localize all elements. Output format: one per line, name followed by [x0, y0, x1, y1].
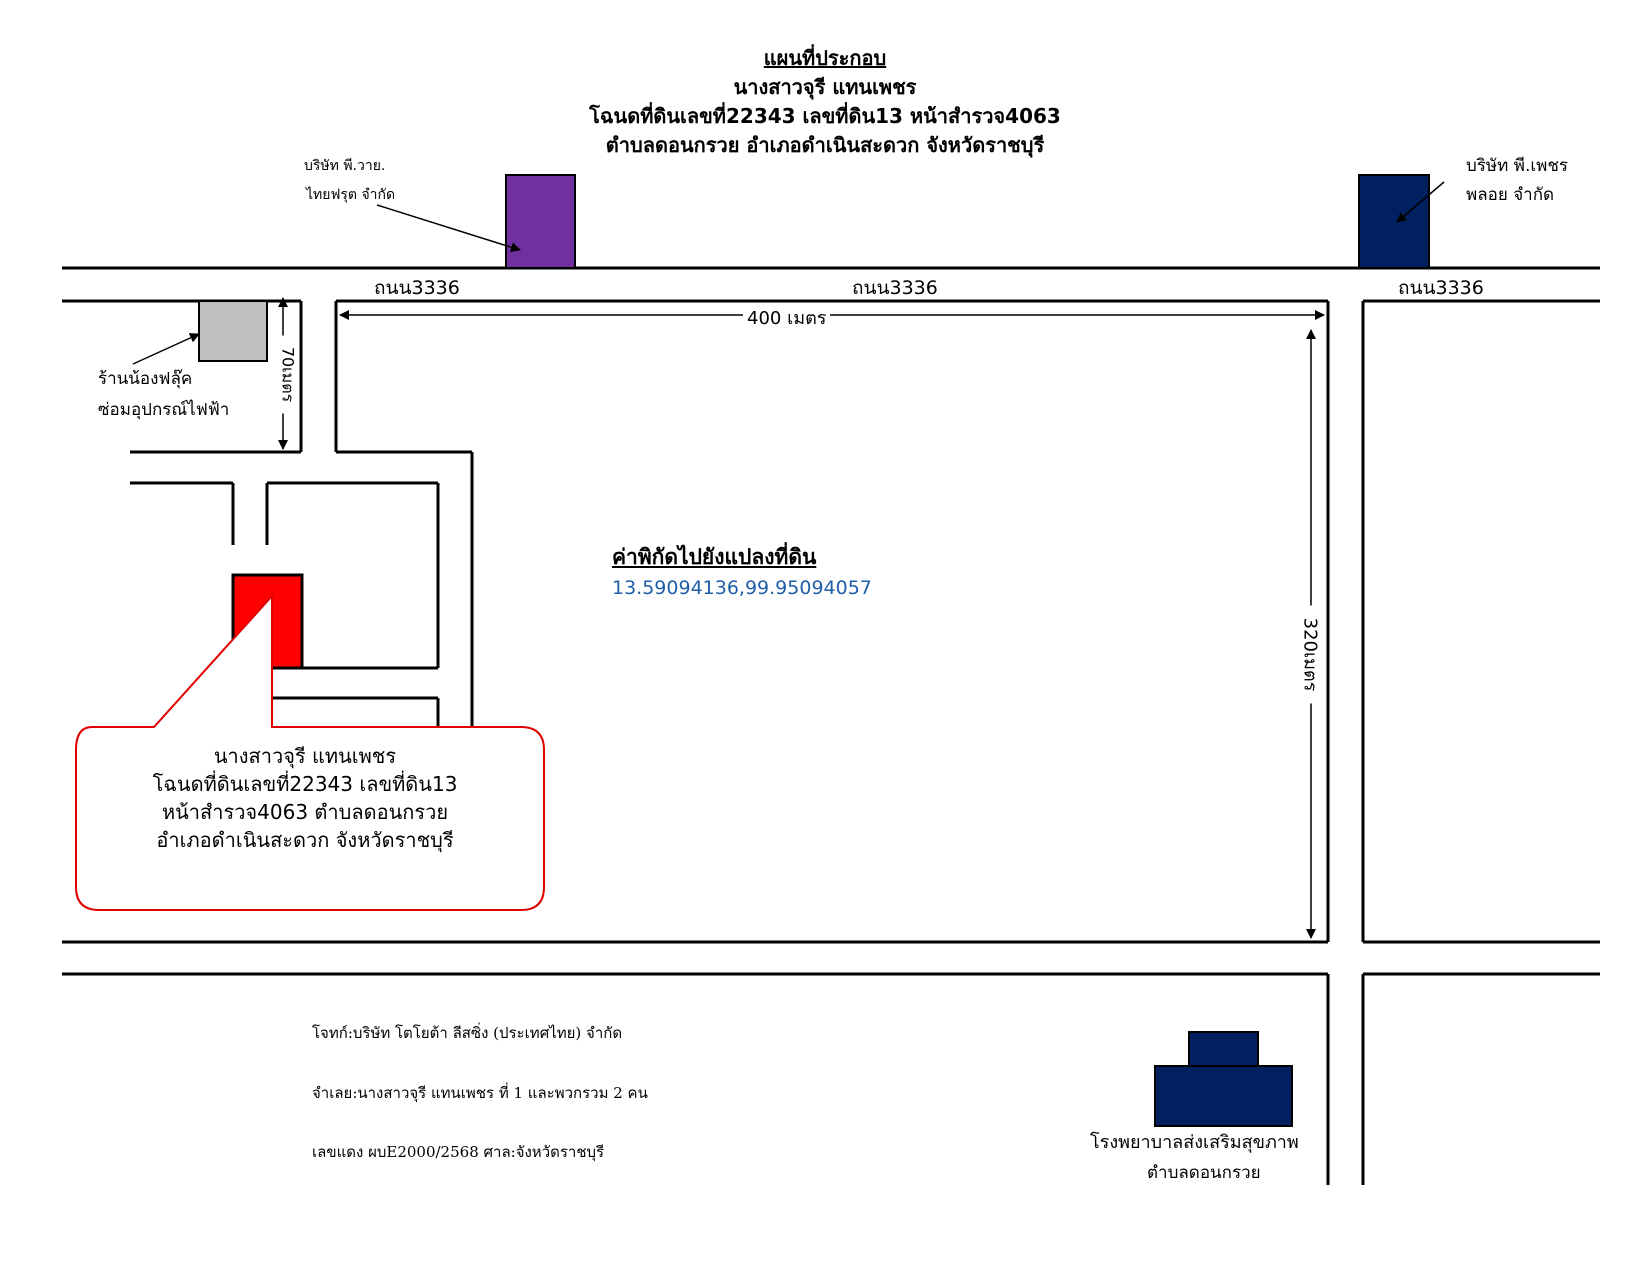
dimension-320m-label: 320เมตร: [1296, 605, 1326, 704]
map-title: แผนที่ประกอบ: [763, 46, 887, 70]
ppetch-label-2: พลอย จำกัด: [1466, 185, 1555, 205]
shop-label-1: ร้านน้องฟลุ๊ค: [98, 369, 193, 389]
pwai-label-1: บริษัท พี.วาย.: [304, 158, 386, 174]
ppetch-pointer: [1396, 181, 1445, 223]
dimension-400m-label: 400 เมตร: [743, 303, 831, 332]
pwai-pointer: [376, 204, 521, 253]
owner-callout-text: นางสาวจุรี แทนเพชร โฉนดที่ดินเลขที่22343…: [80, 742, 530, 854]
pwai-label-2: ไทยฟรุต จำกัด: [306, 187, 396, 203]
plaintiff-info: โจทก์:บริษัท โตโยต้า ลีสซิ่ง (ประเทศไทย)…: [312, 1024, 623, 1042]
deed-info: โฉนดที่ดินเลขที่22343 เลขที่ดิน13 หน้าสำ…: [589, 104, 1061, 128]
building-shop: [198, 300, 268, 362]
shop-pointer: [132, 333, 200, 365]
building-pwai: [505, 174, 576, 269]
road-label-left: ถนน3336: [374, 277, 460, 299]
hospital-label-1: โรงพยาบาลส่งเสริมสุขภาพ: [1090, 1132, 1299, 1153]
defendant-info: จำเลย:นางสาวจุรี แทนเพชร ที่ 1 และพวกรวม…: [312, 1084, 648, 1102]
shop-label-2: ซ่อมอุปกรณ์ไฟฟ้า: [98, 400, 230, 420]
case-number-info: เลขแดง ผบE2000/2568 ศาล:จังหวัดราชบุรี: [312, 1143, 605, 1161]
callout-line-3: หน้าสำรวจ4063 ตำบลดอนกรวย: [161, 800, 449, 824]
callout-line-1: นางสาวจุรี แทนเพชร: [213, 744, 397, 768]
location-info: ตำบลดอนกรวย อำเภอดำเนินสะดวก จังหวัดราชบ…: [605, 133, 1045, 157]
hospital-label-2: ตำบลดอนกรวย: [1147, 1163, 1261, 1183]
map-title-block: แผนที่ประกอบ นางสาวจุรี แทนเพชร โฉนดที่ด…: [0, 44, 1650, 160]
coordinates-title: ค่าพิกัดไปยังแปลงที่ดิน: [612, 545, 817, 569]
road-label-center: ถนน3336: [852, 277, 938, 299]
road-label-right: ถนน3336: [1398, 277, 1484, 299]
owner-callout: [75, 593, 545, 911]
hospital-roof: [1188, 1031, 1259, 1067]
hospital-building: [1154, 1065, 1293, 1127]
owner-name: นางสาวจุรี แทนเพชร: [733, 75, 917, 99]
callout-line-4: อำเภอดำเนินสะดวก จังหวัดราชบุรี: [156, 828, 454, 852]
callout-line-2: โฉนดที่ดินเลขที่22343 เลขที่ดิน13: [152, 772, 458, 796]
dimension-70m-label: 70เมตร: [274, 335, 300, 414]
building-ppetch: [1358, 174, 1430, 269]
coordinates-value: 13.59094136,99.95094057: [612, 577, 872, 599]
ppetch-label-1: บริษัท พี.เพชร: [1466, 156, 1569, 176]
